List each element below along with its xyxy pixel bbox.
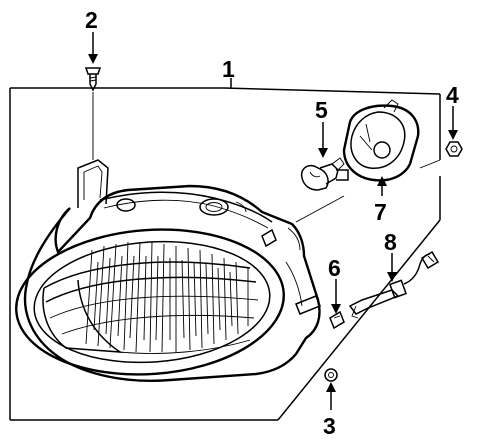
assembly-frame — [9, 87, 441, 421]
bulb-part — [300, 157, 349, 191]
callout-4: 4 — [446, 82, 459, 108]
grommet-part — [324, 368, 338, 382]
callout-7: 7 — [374, 199, 387, 225]
callout-5: 5 — [315, 97, 328, 123]
callout-6: 6 — [328, 255, 341, 281]
headlamp-lens — [15, 228, 285, 376]
leader-arrowheads — [88, 54, 458, 392]
callout-2: 2 — [85, 7, 98, 33]
callout-3: 3 — [323, 413, 336, 439]
wiring-harness-part — [348, 250, 440, 319]
callout-8: 8 — [384, 229, 397, 255]
nut-part — [445, 141, 463, 157]
clip-part — [329, 310, 345, 330]
screw-part — [84, 67, 102, 160]
headlamp-housing — [23, 159, 321, 382]
callout-1: 1 — [222, 56, 235, 82]
leader-lines — [92, 32, 454, 410]
socket-ring-part — [342, 99, 420, 182]
callouts: 1 2 3 4 5 6 7 8 — [85, 7, 459, 439]
